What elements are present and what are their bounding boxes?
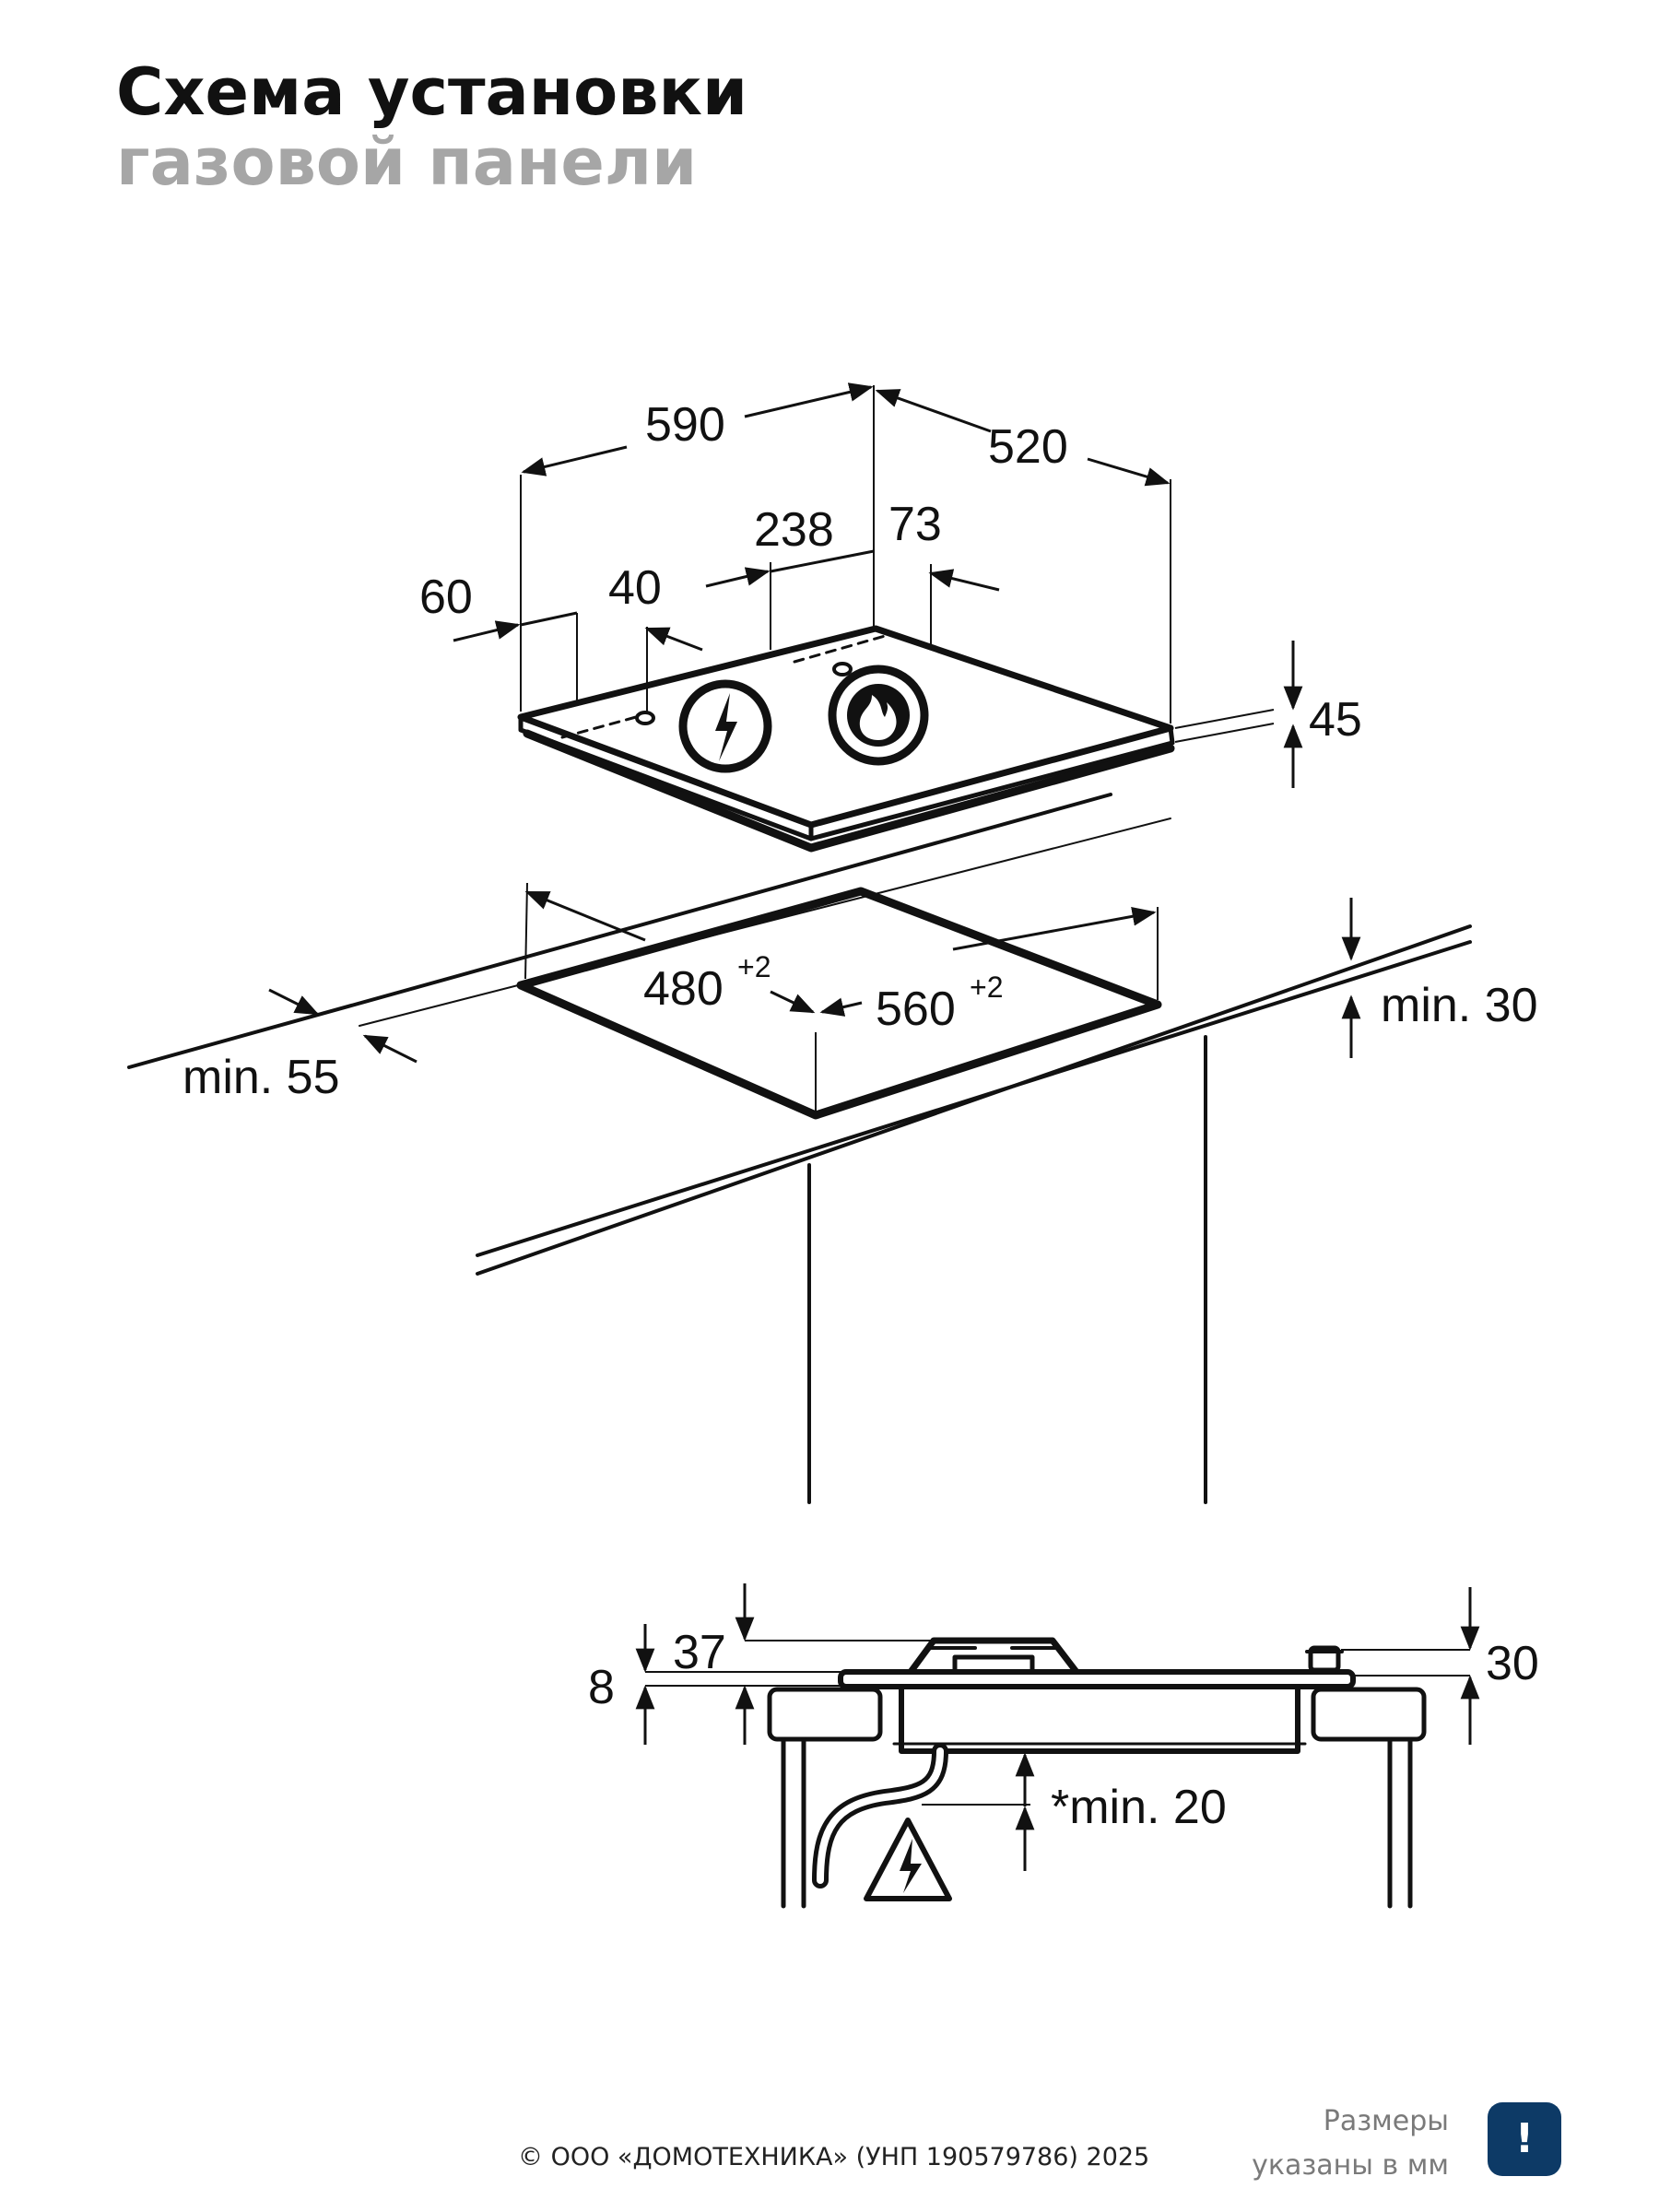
dim-590-label: 590 xyxy=(645,398,725,452)
title-line-2: газовой панели xyxy=(116,124,698,200)
dim-560-label: 560 xyxy=(876,982,956,1036)
page-title: Схема установки газовой панели xyxy=(116,57,747,197)
dim-min55-label: min. 55 xyxy=(182,1051,340,1104)
countertop-cutout xyxy=(516,882,1162,1120)
copyright-text: © ООО «ДОМОТЕХНИКА» (УНП 190579786) 2025 xyxy=(518,2143,1150,2171)
dim-60-label: 60 xyxy=(419,571,473,624)
dim-520-label: 520 xyxy=(988,420,1068,474)
dim-60-40-arrows xyxy=(453,611,703,652)
exclamation-icon: ! xyxy=(1488,2102,1561,2176)
dim-30-label: 30 xyxy=(1486,1637,1539,1690)
dim-8-label: 8 xyxy=(588,1661,615,1714)
hob-dimension-lines xyxy=(520,385,1275,743)
dim-37-label: 37 xyxy=(673,1626,726,1679)
dim-520-arrows xyxy=(875,389,1171,487)
dim-min55-arrows xyxy=(268,988,418,1064)
units-note: Размеры указаны в мм xyxy=(1252,2100,1449,2188)
electric-connection-icon xyxy=(678,679,772,773)
electric-hazard-icon xyxy=(864,1818,952,1901)
units-note-line-1: Размеры xyxy=(1323,2105,1449,2137)
countertop xyxy=(127,793,1472,1504)
dim-238-label: 238 xyxy=(754,503,834,557)
dim-480-560-arrows xyxy=(524,890,1157,1017)
gas-connection-icon xyxy=(828,665,929,766)
dim-73-label: 73 xyxy=(888,498,942,551)
side-section xyxy=(767,1637,1427,1909)
title-line-1: Схема установки xyxy=(116,54,748,130)
dim-480-tolerance: +2 xyxy=(737,950,771,983)
dim-min20-label: *min. 20 xyxy=(1051,1781,1227,1834)
dim-560-tolerance: +2 xyxy=(970,971,1003,1004)
dim-40-label: 40 xyxy=(608,561,662,615)
units-note-line-2: указаны в мм xyxy=(1252,2149,1449,2182)
dim-590-arrows xyxy=(521,382,874,477)
dim-238-73-arrows xyxy=(705,549,1000,592)
side-dimension-arrows xyxy=(635,1583,1480,1871)
dim-45-label: 45 xyxy=(1309,693,1362,747)
dim-min30-label: min. 30 xyxy=(1381,979,1538,1032)
dim-480-label: 480 xyxy=(643,962,724,1016)
